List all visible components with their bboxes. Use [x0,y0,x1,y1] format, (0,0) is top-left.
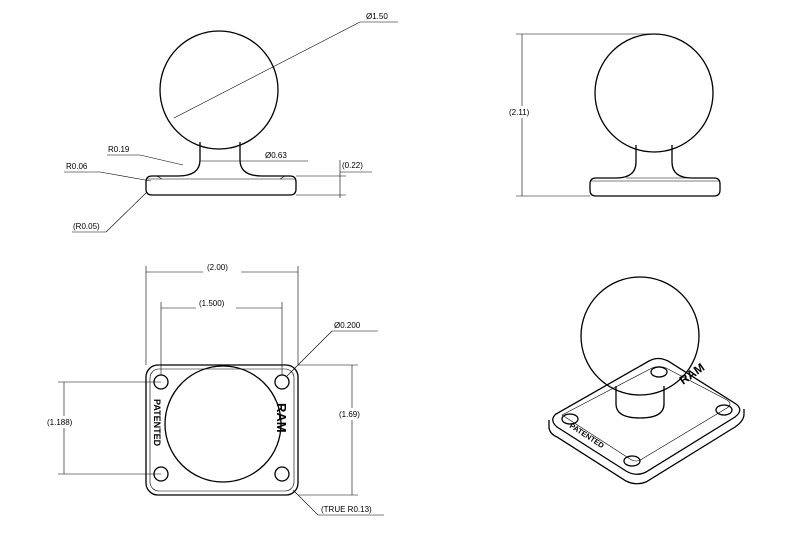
top-view: PATENTED RAM (2.00) (1.500) Ø0.200 (1.18… [46,261,384,516]
neck-diameter-label: Ø0.63 [265,151,287,160]
iso-base-side [548,409,745,485]
front-view: Ø1.50 R0.19 R0.06 (R0.05) Ø0.63 (0.22) [64,12,398,233]
top-hole-bottom-right [274,466,290,482]
height-label-bg [505,106,539,118]
top-base-outline [145,364,299,496]
hole-spacing-y-label: (1.188) [47,418,73,427]
iso-base-top [552,357,741,475]
iso-hole-right [715,404,733,416]
hole-spacing-x-label: (1.500) [199,299,225,308]
front-ball [159,30,279,150]
front-neck-and-base [145,142,297,196]
iso-hole-back [650,366,668,378]
hole-diameter-label: Ø0.200 [334,321,361,330]
iso-view: PATENTED RAM [548,276,745,485]
corner-radius-leader [292,489,319,516]
hole-diameter-leader [286,330,333,377]
base-corner-radius-leader [105,191,148,233]
base-corner-radius-label: (R0.05) [73,222,100,231]
top-ball-outline [164,365,282,483]
base-height-label-bg [336,408,370,420]
hole-spacing-x-label-bg [196,297,236,309]
iso-neck [615,386,665,419]
top-patented-engraving: PATENTED [152,399,162,447]
top-hole-top-right [274,374,290,390]
iso-hole-left [561,413,579,425]
iso-ball [580,276,700,396]
ball-diameter-label: Ø1.50 [366,12,388,21]
iso-hole-front [623,455,641,467]
side-neck-and-base [589,145,721,197]
width-label: (2.00) [207,263,228,272]
side-view: (2.11) [505,33,721,197]
top-base-inner-outline [149,368,295,492]
top-logo-engraving: RAM [274,403,289,433]
hole-spacing-y-label-bg [46,416,82,428]
neck-fillet-label: R0.19 [108,145,130,154]
front-base-bevel-right [279,175,286,180]
corner-radius-label: (TRUE R0.13) [321,505,372,514]
ball-diameter-leader [173,21,361,119]
height-label: (2.11) [509,108,530,117]
base-thickness-label: (0.22) [342,161,363,170]
front-base-bevel-left [156,175,163,180]
width-label-bg [203,261,241,273]
base-edge-radius-leader [99,171,152,182]
side-ball [594,33,714,153]
neck-fillet-leader [139,154,184,166]
base-height-label: (1.69) [339,410,360,419]
base-edge-radius-label: R0.06 [66,162,88,171]
